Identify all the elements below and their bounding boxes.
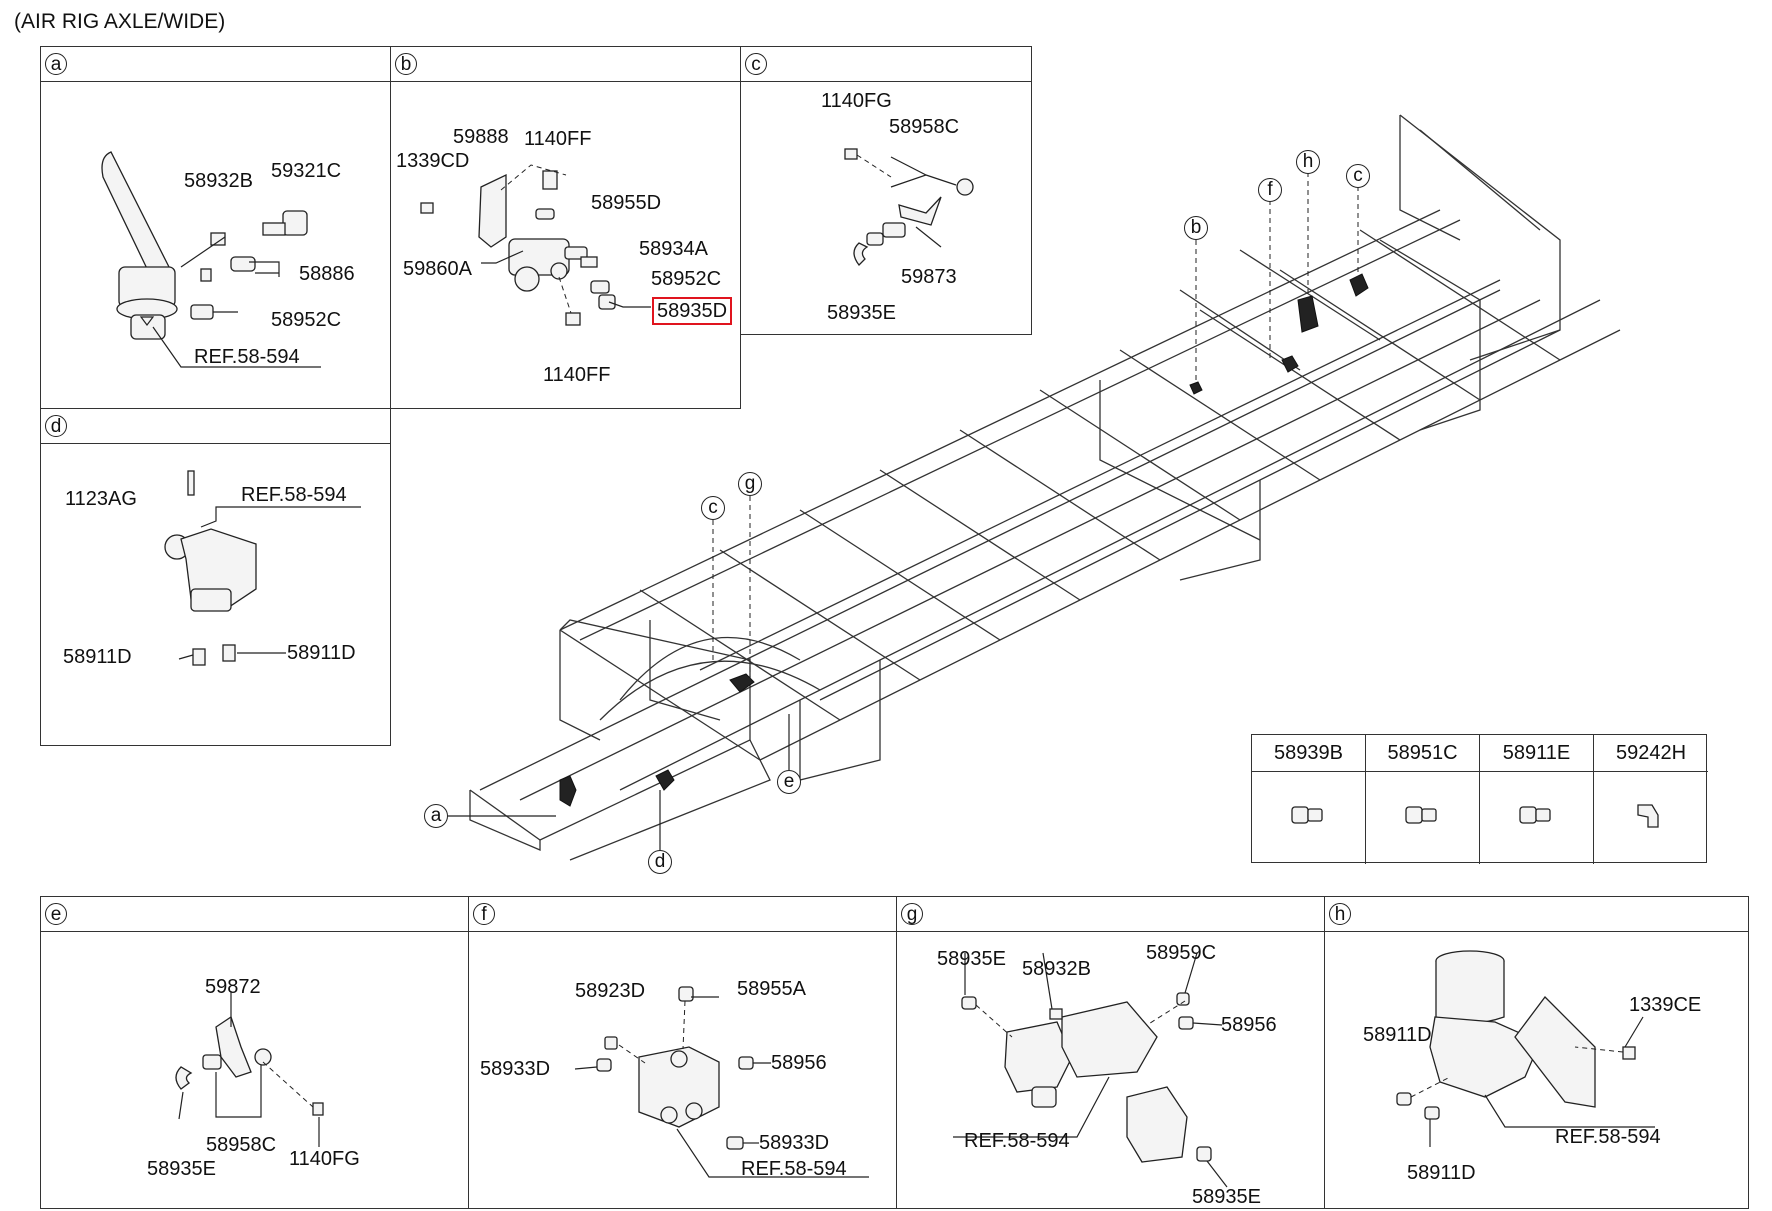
panel-b-drawing (420, 164, 651, 326)
label-58958c: 58958C (889, 116, 960, 138)
label-1140ff-bottom: 1140FF (543, 364, 611, 386)
parts-table-cell: 58951C (1366, 735, 1480, 864)
callout-g[interactable]: g (738, 472, 762, 496)
callout-f[interactable]: f (1258, 178, 1282, 202)
label-58932b: 58932B (1022, 958, 1091, 980)
panel-f-drawing (574, 986, 869, 1178)
elbow-fitting-icon (1637, 804, 1659, 828)
label-58935e-top: 58935E (937, 948, 1006, 970)
panel-g-letter: g (901, 903, 923, 925)
label-58935e-bottom: 58935E (1192, 1186, 1261, 1208)
label-ref-58-594: REF.58-594 (741, 1158, 847, 1180)
label-58886: 58886 (299, 263, 355, 285)
label-59872: 59872 (205, 976, 261, 998)
parts-table-cell: 59242H (1594, 735, 1708, 864)
parts-table-header: 58939B (1252, 735, 1365, 772)
label-1123ag: 1123AG (65, 488, 137, 510)
label-58955a: 58955A (737, 978, 806, 1000)
label-ref-58-594: REF.58-594 (241, 484, 347, 506)
label-58933d-right: 58933D (759, 1132, 830, 1154)
parts-table-header: 59242H (1594, 735, 1708, 772)
label-58935e: 58935E (827, 302, 896, 324)
label-1140fg: 1140FG (289, 1148, 360, 1170)
panel-g: g 58935E 58932B 58959C 58956 REF.58-594 … (896, 896, 1325, 1209)
callout-e[interactable]: e (777, 770, 801, 794)
label-58934a: 58934A (639, 238, 708, 260)
panel-h-drawing (1396, 950, 1655, 1147)
label-58952c: 58952C (651, 268, 722, 290)
label-59321c: 59321C (271, 160, 342, 182)
panel-e: e 59872 58958C 58935E 1140FG (40, 896, 469, 1209)
label-58911d-top: 58911D (1363, 1024, 1432, 1046)
label-58956: 58956 (771, 1052, 827, 1074)
panel-a-letter: a (45, 53, 67, 75)
label-58911d-right: 58911D (287, 642, 356, 664)
panel-f-letter: f (473, 903, 495, 925)
parts-table-cell: 58911E (1480, 735, 1594, 864)
callout-a[interactable]: a (424, 804, 448, 828)
panel-d-drawing (164, 470, 361, 666)
panel-b-letter: b (395, 53, 417, 75)
panel-c-letter: c (745, 53, 767, 75)
label-58911d-left: 58911D (63, 646, 132, 668)
diagram-title: (AIR RIG AXLE/WIDE) (14, 10, 226, 33)
label-58958c: 58958C (206, 1134, 277, 1156)
label-ref-58-594: REF.58-594 (194, 346, 300, 368)
panel-g-drawing (953, 952, 1228, 1188)
label-59888: 59888 (453, 126, 509, 148)
panel-b: b 59888 1140FF 1339CD 58955D 58934A 5986… (390, 46, 741, 409)
label-58952c: 58952C (271, 309, 342, 331)
fitting-icon (1519, 806, 1551, 824)
fitting-icon (1291, 806, 1323, 824)
label-58911d-bottom: 58911D (1407, 1162, 1476, 1184)
label-58955d: 58955D (591, 192, 662, 214)
panel-h-letter: h (1329, 903, 1351, 925)
label-58932b: 58932B (184, 170, 253, 192)
label-ref-58-594: REF.58-594 (964, 1130, 1070, 1152)
label-58933d-left: 58933D (480, 1058, 551, 1080)
parts-table: 58939B 58951C 58911E 59242H (1251, 734, 1708, 864)
callout-c-rear[interactable]: c (1346, 164, 1370, 188)
panel-e-drawing (175, 991, 324, 1147)
label-1140ff-top: 1140FF (524, 128, 592, 150)
label-ref-58-594: REF.58-594 (1555, 1126, 1661, 1148)
label-58959c: 58959C (1146, 942, 1217, 964)
callout-b[interactable]: b (1184, 216, 1208, 240)
panel-a-drawing (101, 151, 321, 368)
label-1140fg: 1140FG (821, 90, 892, 112)
panel-e-letter: e (45, 903, 67, 925)
callout-h[interactable]: h (1296, 150, 1320, 174)
parts-table-cell: 58939B (1252, 735, 1366, 864)
panel-c: c 1140FG 58958C 59873 58935E (740, 46, 1032, 335)
label-59860a: 59860A (403, 258, 472, 280)
panel-d: d 1123AG REF.58-594 58911D 58911D (40, 408, 391, 746)
label-58956: 58956 (1221, 1014, 1277, 1036)
panel-f: f 58923D 58955A 58933D 58956 58933D REF.… (468, 896, 897, 1209)
callout-d[interactable]: d (648, 850, 672, 874)
label-59873: 59873 (901, 266, 957, 288)
fitting-icon (1405, 806, 1437, 824)
callout-c-front[interactable]: c (701, 496, 725, 520)
label-58935e: 58935E (147, 1158, 216, 1180)
panel-h: h 1339CE 58911D 58911D REF.58-594 (1324, 896, 1749, 1209)
label-1339cd: 1339CD (396, 150, 470, 172)
panel-a: a 58932B 59321C 58886 58952C REF.58-594 (40, 46, 391, 409)
panel-d-letter: d (45, 415, 67, 437)
label-58935d-highlighted[interactable]: 58935D (652, 297, 733, 325)
label-58923d: 58923D (575, 980, 646, 1002)
parts-table-header: 58911E (1480, 735, 1593, 772)
parts-table-header: 58951C (1366, 735, 1479, 772)
label-1339ce: 1339CE (1629, 994, 1702, 1016)
